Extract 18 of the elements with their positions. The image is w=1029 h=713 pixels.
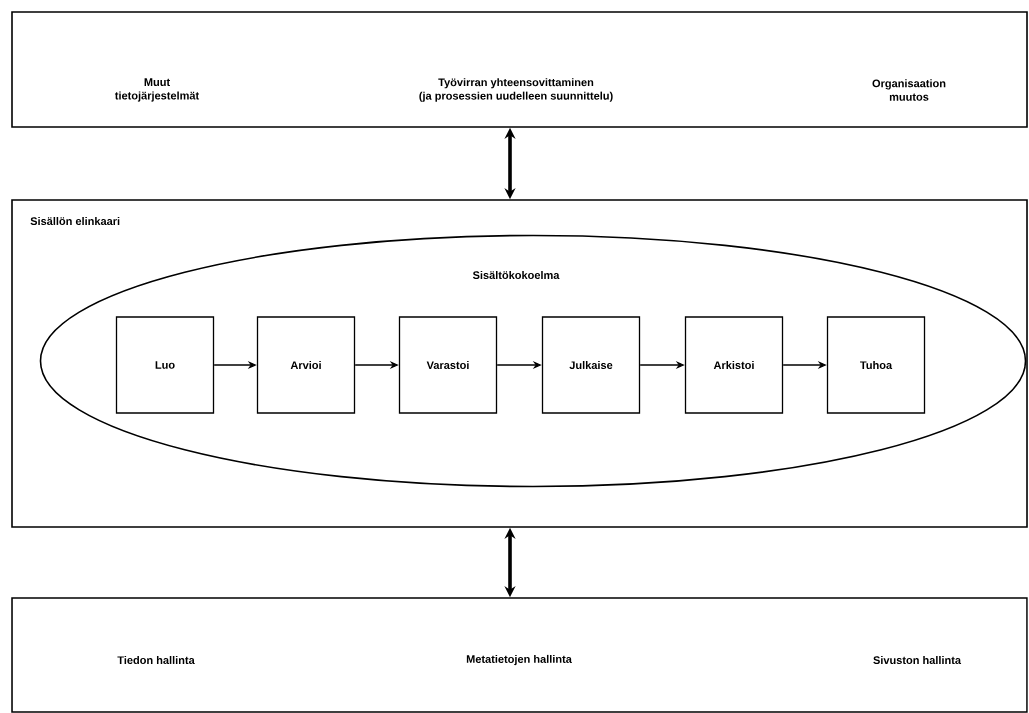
heading-text: Organisaation muutos — [872, 79, 946, 101]
heading-text: Sisältökokoelma — [472, 270, 560, 280]
heading-text: Työvirran yhteensovittaminen (ja prosessien uudelleen suunnittelu) — [419, 78, 613, 102]
step-box: Arkistoi — [684, 316, 784, 414]
step-box: Arvioi — [256, 316, 356, 414]
heading-text: Tiedon hallinta — [117, 655, 195, 665]
collection-ellipse — [39, 234, 1027, 488]
step-box: Luo — [115, 316, 215, 414]
heading-text: Metatietojen hallinta — [466, 654, 572, 666]
layer-box — [11, 11, 1028, 128]
lifecycle-box — [11, 199, 1028, 528]
step-box: Varastoi — [398, 316, 498, 414]
step-box: Julkaise — [541, 316, 641, 414]
heading-text: Sisällön elinkaari — [30, 216, 120, 226]
layer-box — [11, 597, 1028, 713]
heading-text: Sivuston hallinta — [873, 655, 962, 665]
heading-text: Muut tietojärjestelmät — [114, 78, 200, 102]
step-box: Tuhoa — [826, 316, 926, 414]
